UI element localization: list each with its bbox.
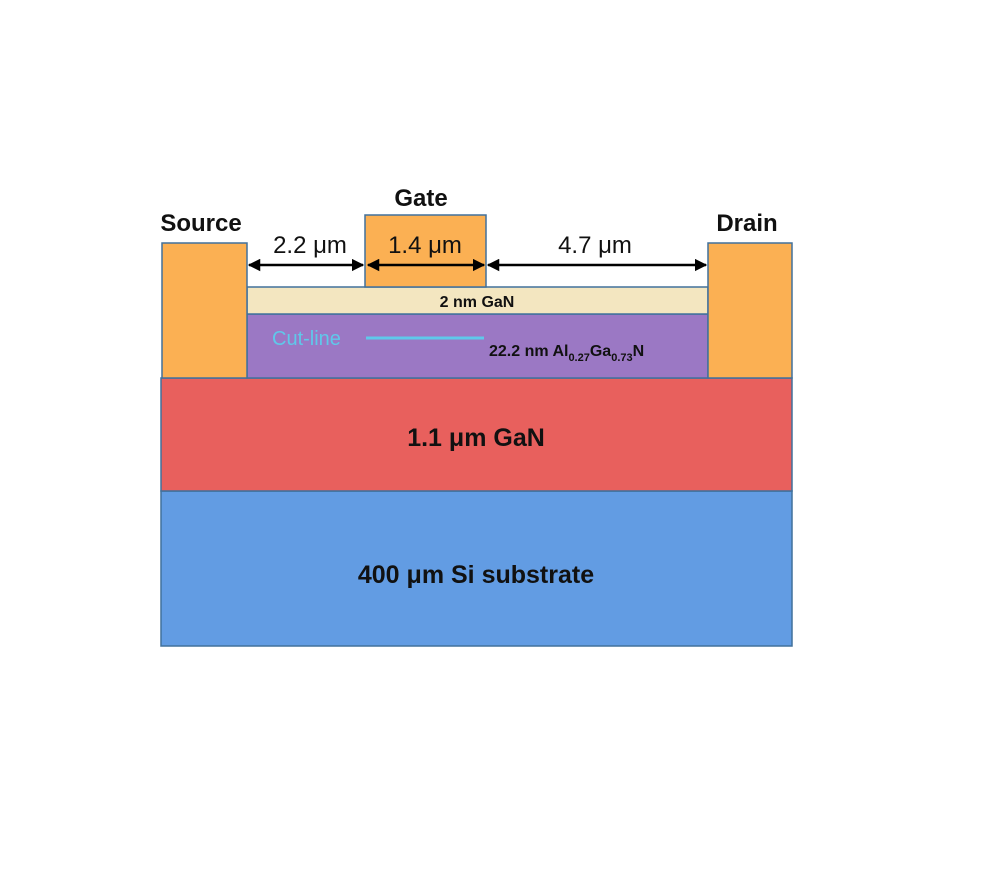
cutline-label: Cut-line [272,328,341,350]
dim-label-source-gate: 2.2 μm [273,232,347,259]
cap-layer-label: 2 nm GaN [440,294,515,311]
barrier-prefix: 22.2 nm Al [489,343,568,360]
source-contact [161,242,248,379]
drain-contact [707,242,793,379]
dim-label-gate: 1.4 μm [388,232,462,259]
buffer-label: 1.1 μm GaN [407,424,545,452]
source-label: Source [160,210,241,237]
gate-label: Gate [394,185,447,212]
barrier-layer-label: 22.2 nm Al0.27Ga0.73N [489,343,644,364]
si-substrate-layer [160,490,793,647]
barrier-n: N [633,343,645,360]
barrier-ga: Ga [590,343,611,360]
drain-label: Drain [716,210,777,237]
gate-contact [364,214,487,288]
barrier-ga-subscript: 0.73 [611,352,632,364]
dim-label-gate-drain: 4.7 μm [558,232,632,259]
gan-buffer-layer [160,377,793,492]
barrier-al-subscript: 0.27 [568,352,589,364]
substrate-label: 400 μm Si substrate [358,561,594,589]
